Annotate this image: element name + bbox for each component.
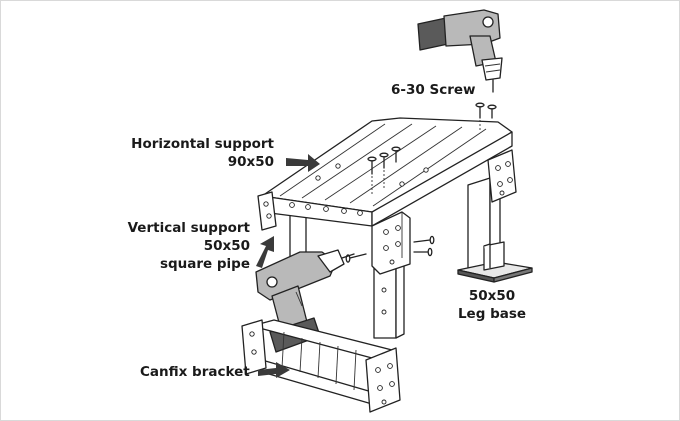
screw-label: 6-30 Screw: [391, 82, 476, 98]
top-drill-illustration: [417, 9, 503, 93]
leg-base-part: [457, 241, 533, 283]
vertical-support-type: square pipe: [160, 256, 250, 272]
canfix-bracket-label: Canfix bracket: [140, 364, 250, 380]
leg-base-size: 50x50: [469, 288, 515, 304]
front-leg: [373, 257, 405, 339]
slat-slots: [289, 163, 429, 216]
leg-base-label: Leg base: [458, 306, 526, 322]
horizontal-support-label: Horizontal support: [131, 136, 274, 152]
vertical-support-size: 50x50: [204, 238, 250, 254]
front-bracket: [371, 211, 411, 275]
right-end-bracket: [487, 149, 517, 203]
horizontal-support-arrow: [286, 154, 320, 172]
vertical-support-label: Vertical support: [128, 220, 251, 236]
canfix-bracket-arrow: [258, 362, 290, 378]
table-top: [261, 117, 513, 227]
arrows: [256, 154, 320, 378]
left-end-bracket: [257, 191, 277, 231]
canfix-bracket: [241, 319, 401, 413]
screws: [345, 102, 497, 263]
horizontal-support-size: 90x50: [228, 154, 274, 170]
vertical-support-arrow: [256, 236, 274, 268]
